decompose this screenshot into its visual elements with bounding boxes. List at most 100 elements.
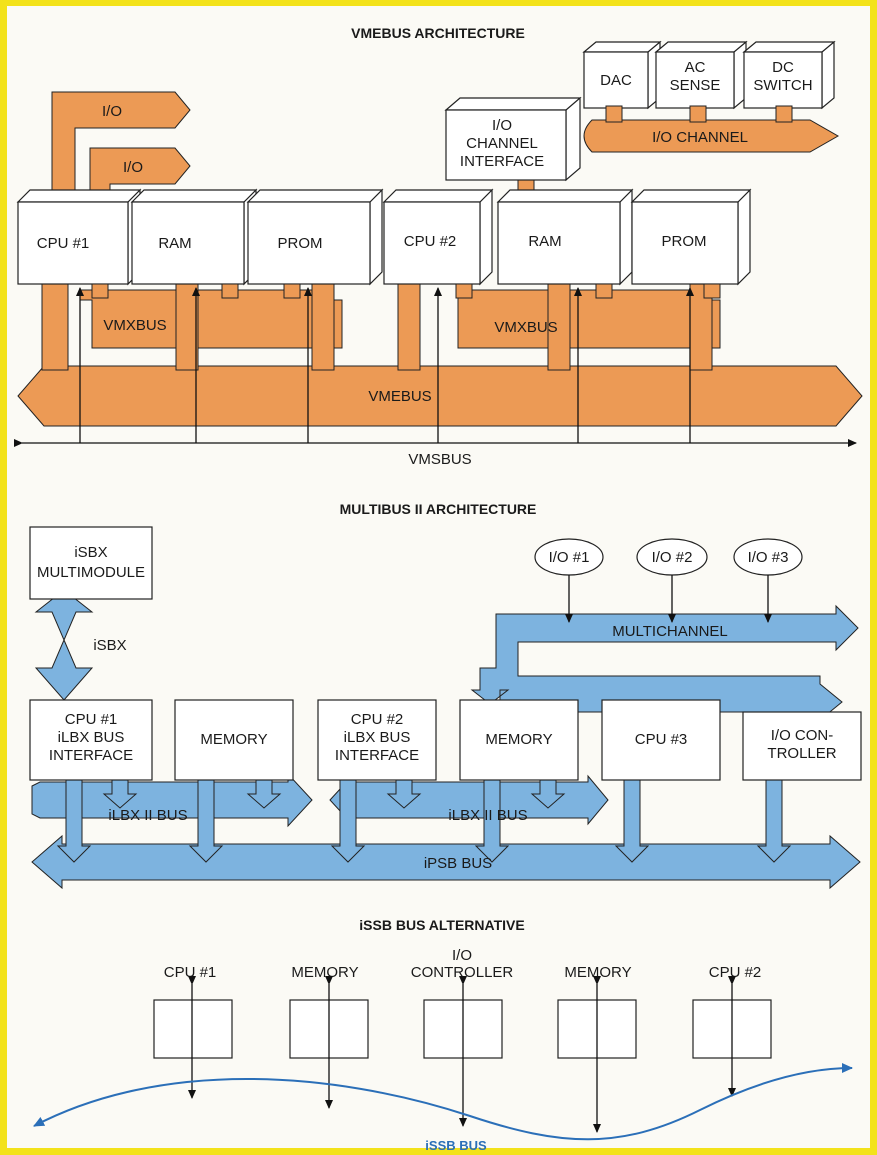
issb-title: iSSB BUS ALTERNATIVE <box>359 917 524 933</box>
prom1-box <box>247 201 371 285</box>
cpu2-ilbx-label-1: CPU #2 <box>351 711 404 728</box>
vme-boards <box>16 188 752 286</box>
ac-sense-box <box>655 51 735 109</box>
isbx-module-label-1: iSBX <box>74 544 107 561</box>
vme-orange-shapes <box>17 91 863 427</box>
memory2-box <box>459 699 579 781</box>
vmx-tab <box>91 283 109 299</box>
io-channel-interface-box <box>445 109 567 181</box>
vmxbus-right-label: VMXBUS <box>494 319 557 336</box>
multibus-title: MULTIBUS II ARCHITECTURE <box>340 501 537 517</box>
down-arrow <box>386 779 422 809</box>
vmsbus-lines <box>14 287 857 447</box>
vmxbus-left-shape <box>79 289 343 349</box>
io1-label: I/O #1 <box>549 549 590 566</box>
vme-leg <box>41 279 69 371</box>
vmx-tab <box>703 283 721 299</box>
cpu1-box <box>17 201 129 285</box>
cpu1-label: CPU #1 <box>37 235 90 252</box>
ilbx-left-shape <box>31 772 313 828</box>
multibus-blue-shapes <box>31 589 861 890</box>
vmebus-title: VMEBUS ARCHITECTURE <box>351 25 525 41</box>
ac-sense-connector <box>689 105 707 123</box>
vme-leg <box>397 279 421 371</box>
dc-switch-label-1: DC <box>772 59 794 76</box>
memory2-label: MEMORY <box>485 731 552 748</box>
io-controller-label-2: TROLLER <box>767 745 836 762</box>
io-bubble-arrows <box>565 575 772 623</box>
vmx-tab <box>595 283 613 299</box>
ram2-box <box>497 201 621 285</box>
multibus-boxes <box>29 526 862 781</box>
vmebus-label: VMEBUS <box>368 388 431 405</box>
issb-io-controller-label-2: CONTROLLER <box>411 964 514 981</box>
cpu2-ilbx-box <box>317 699 437 781</box>
cpu1-ilbx-label-2: iLBX BUS <box>58 729 125 746</box>
io-channel-interface-label-1: I/O <box>492 117 512 134</box>
down-arrow <box>102 779 138 809</box>
cpu1-ilbx-label-1: CPU #1 <box>65 711 118 728</box>
cpu1-ilbx-box <box>29 699 153 781</box>
io3-label: I/O #3 <box>748 549 789 566</box>
vmx-tab <box>455 283 473 299</box>
vmsbus-label: VMSBUS <box>408 451 471 468</box>
cpu3-box <box>601 699 721 781</box>
io-bubbles <box>534 538 803 576</box>
isbx-arrow <box>34 589 94 701</box>
prom1-label: PROM <box>278 235 323 252</box>
ac-sense-label-1: AC <box>685 59 706 76</box>
io-controller-box <box>742 711 862 781</box>
issb-memory1-label: MEMORY <box>291 964 358 981</box>
vme-leg <box>311 279 335 371</box>
vmebus-shape <box>17 365 863 427</box>
prom2-box <box>631 201 739 285</box>
issb-bus-label: iSSB BUS <box>425 1138 487 1153</box>
down-arrow <box>614 779 650 863</box>
issb-bus-curve <box>33 1063 853 1141</box>
issb-cpu1-box <box>153 999 233 1059</box>
multichannel-label: MULTICHANNEL <box>612 623 728 640</box>
dc-switch-connector <box>775 105 793 123</box>
down-arrow <box>530 779 566 809</box>
io-channel-interface-label-2: CHANNEL <box>466 135 538 152</box>
io-top-label: I/O <box>102 103 122 120</box>
io-channel-interface-label-3: INTERFACE <box>460 153 544 170</box>
down-arrow <box>330 779 366 863</box>
cpu3-label: CPU #3 <box>635 731 688 748</box>
dc-switch-label-2: SWITCH <box>753 77 812 94</box>
vmxbus-left-label: VMXBUS <box>103 317 166 334</box>
io2-label: I/O #2 <box>652 549 693 566</box>
dac-connector <box>605 105 623 123</box>
memory1-label: MEMORY <box>200 731 267 748</box>
vmxbus-right-shape <box>457 289 721 349</box>
issb-cpu2-label: CPU #2 <box>709 964 762 981</box>
ram2-label: RAM <box>528 233 561 250</box>
ilbx-right-label: iLBX II BUS <box>448 807 527 824</box>
ipsb-label: iPSB BUS <box>424 855 492 872</box>
down-arrow <box>474 779 510 863</box>
vmx-tab <box>221 283 239 299</box>
io-channel-shape <box>583 119 840 153</box>
cpu2-ilbx-label-3: INTERFACE <box>335 747 419 764</box>
issb-memory2-label: MEMORY <box>564 964 631 981</box>
prom2-label: PROM <box>662 233 707 250</box>
vmx-tab <box>283 283 301 299</box>
ram1-label: RAM <box>158 235 191 252</box>
issb-io-controller-label-1: I/O <box>452 947 472 964</box>
io-controller-label-1: I/O CON- <box>771 727 834 744</box>
isbx-label: iSBX <box>93 637 126 654</box>
multichannel-shape <box>470 604 859 722</box>
ac-sense-label-2: SENSE <box>670 77 721 94</box>
down-arrow <box>246 779 282 809</box>
vmxbus-tabs <box>91 283 721 299</box>
ipsb-shape <box>31 834 861 890</box>
io-channel-devices <box>444 40 836 182</box>
cpu2-box <box>383 201 481 285</box>
isbx-module-label-2: MULTIMODULE <box>37 564 145 581</box>
memory1-box <box>174 699 294 781</box>
cpu1-ilbx-label-3: INTERFACE <box>49 747 133 764</box>
cpu2-ilbx-label-2: iLBX BUS <box>344 729 411 746</box>
down-arrow <box>56 779 92 863</box>
isbx-module-box <box>29 526 153 600</box>
